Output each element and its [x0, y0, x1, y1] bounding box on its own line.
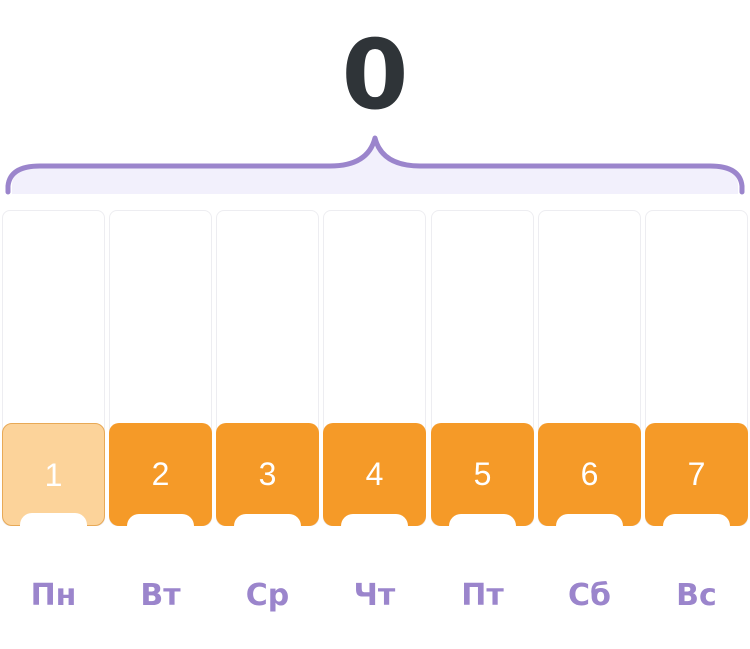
- day-button-2[interactable]: 2: [109, 423, 212, 527]
- day-number: 2: [151, 456, 170, 492]
- weekday-label-thu: Чт: [353, 578, 396, 613]
- day-number: 7: [687, 456, 706, 492]
- day-button-5[interactable]: 5: [431, 423, 534, 527]
- day-number: 1: [44, 457, 63, 493]
- day-column-5: 5: [431, 210, 534, 527]
- day-column-4: 4: [323, 210, 426, 527]
- total-value: 0: [341, 19, 409, 131]
- tile-notch: [20, 513, 87, 526]
- day-column-7: 7: [645, 210, 748, 527]
- weekday-label-tue: Вт: [140, 578, 181, 613]
- weekday-label-sat: Сб: [568, 578, 611, 613]
- tile-notch: [449, 514, 516, 527]
- day-button-6[interactable]: 6: [538, 423, 641, 527]
- tile-notch: [234, 514, 301, 527]
- week-brace: [5, 135, 745, 195]
- day-selector: 1 2 3 4 5 6: [2, 210, 748, 527]
- day-number: 6: [580, 456, 599, 492]
- day-button-1[interactable]: 1: [2, 423, 105, 526]
- day-number: 4: [365, 456, 384, 492]
- weekday-label-fri: Пт: [461, 578, 504, 613]
- weekday-labels: Пн Вт Ср Чт Пт Сб Вс: [2, 576, 748, 616]
- tile-notch: [341, 514, 408, 527]
- day-column-6: 6: [538, 210, 641, 527]
- weekday-label-mon: Пн: [30, 578, 77, 613]
- day-number: 3: [258, 456, 277, 492]
- tile-notch: [127, 514, 194, 527]
- day-column-1: 1: [2, 210, 105, 526]
- day-column-3: 3: [216, 210, 319, 527]
- weekday-label-sun: Вс: [676, 578, 717, 613]
- day-number: 5: [473, 456, 492, 492]
- weekday-label-wed: Ср: [245, 578, 290, 613]
- day-button-3[interactable]: 3: [216, 423, 319, 527]
- day-button-7[interactable]: 7: [645, 423, 748, 527]
- tile-notch: [663, 514, 730, 527]
- day-button-4[interactable]: 4: [323, 423, 426, 527]
- tile-notch: [556, 514, 623, 527]
- day-column-2: 2: [109, 210, 212, 527]
